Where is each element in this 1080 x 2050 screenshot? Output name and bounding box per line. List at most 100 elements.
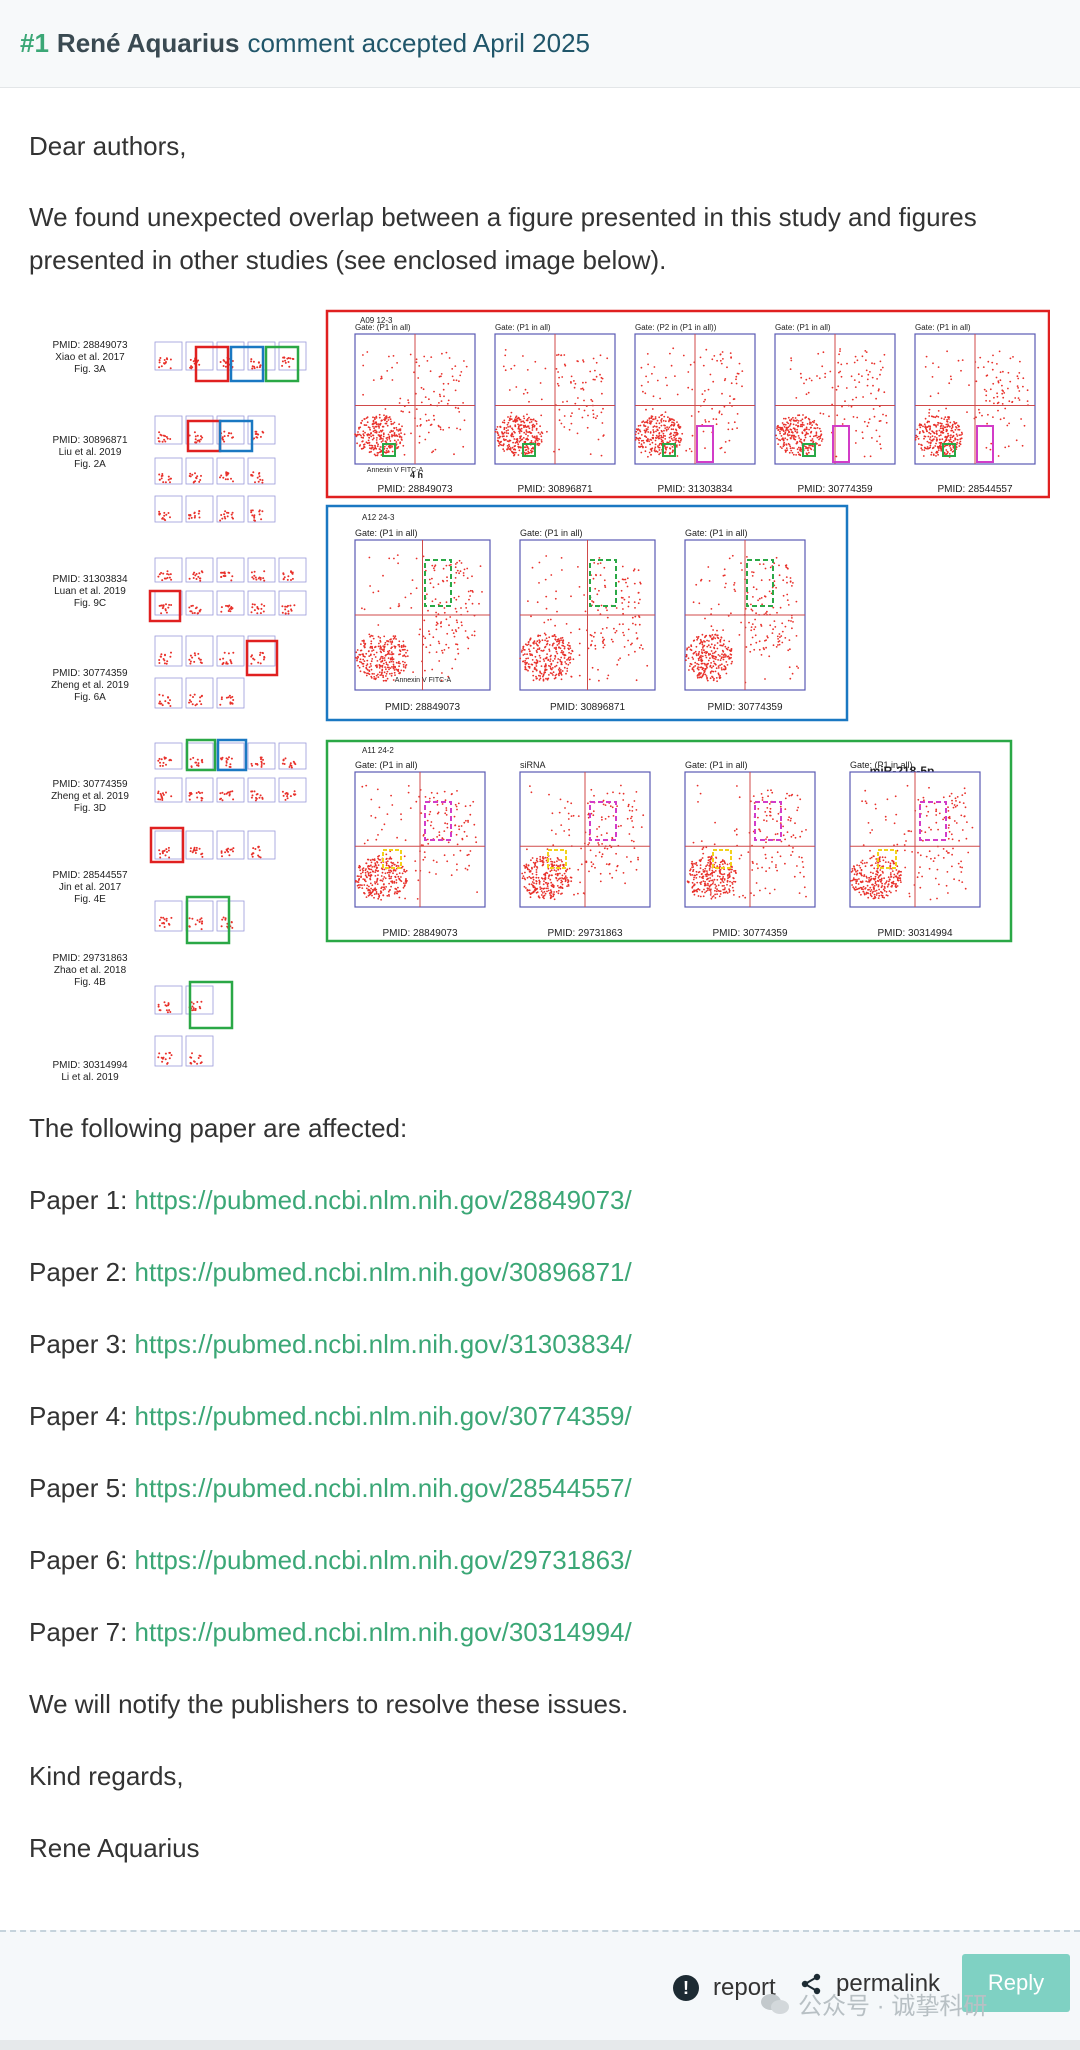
scatter-dot <box>713 646 715 649</box>
scatter-dot <box>440 625 442 628</box>
scatter-dot <box>568 648 570 651</box>
thumb-dot <box>164 440 167 443</box>
scatter-dot <box>392 355 395 357</box>
scatter-dot <box>811 424 813 426</box>
scatter-dot <box>594 644 597 647</box>
thumb-dot <box>195 792 198 794</box>
scatter-dot <box>463 360 465 362</box>
scatter-dot <box>677 423 680 426</box>
scatter-dot <box>568 428 571 431</box>
scatter-dot <box>615 869 618 872</box>
scatter-dot <box>754 634 757 637</box>
scatter-dot <box>357 866 360 869</box>
scatter-dot <box>566 667 569 670</box>
scatter-dot <box>709 672 712 674</box>
scatter-dot <box>373 893 376 895</box>
scatter-dot <box>373 896 375 899</box>
scatter-dot <box>513 448 516 450</box>
thumb-frame <box>154 1035 183 1067</box>
scatter-dot <box>600 380 603 383</box>
thumb-dot <box>194 574 197 577</box>
scatter-dot <box>855 429 857 432</box>
scatter-dot <box>438 402 440 404</box>
scatter-dot <box>700 660 703 663</box>
scatter-dot <box>529 639 531 641</box>
thumb-dot <box>196 764 198 767</box>
scatter-dot <box>600 604 603 607</box>
scatter-dot <box>539 858 542 861</box>
scatter-dot <box>404 661 406 664</box>
scatter-dot <box>361 419 364 422</box>
scatter-dot <box>594 631 596 634</box>
scatter-dot <box>438 375 441 378</box>
thumb-dot <box>195 476 198 479</box>
scatter-dot <box>670 364 673 367</box>
thumb-dot <box>259 794 262 797</box>
thumbnail-plot <box>247 457 276 485</box>
thumb-dot <box>282 759 285 762</box>
scatter-dot <box>420 812 423 814</box>
scatter-dot <box>635 791 638 793</box>
scatter-dot <box>519 446 522 449</box>
scatter-dot <box>717 637 720 640</box>
scatter-dot <box>554 639 557 641</box>
scatter-dot <box>568 659 571 661</box>
thumb-dot <box>165 611 168 614</box>
scatter-dot <box>379 436 382 439</box>
thumb-dot <box>192 696 194 698</box>
scatter-dot <box>752 596 754 598</box>
scatter-dot <box>389 418 392 421</box>
scatter-dot <box>780 435 783 437</box>
scatter-dot <box>526 419 529 422</box>
scatter-dot <box>622 612 624 615</box>
scatter-dot <box>932 454 935 456</box>
thumb-dot <box>158 1009 161 1012</box>
scatter-dot <box>797 435 800 437</box>
scatter-dot <box>700 658 703 661</box>
scatter-dot <box>941 438 944 441</box>
scatter-dot <box>513 364 516 367</box>
comment-number[interactable]: #1 <box>20 28 49 58</box>
thumb-dot <box>290 766 293 769</box>
scatter-dot <box>573 893 575 896</box>
scatter-dot <box>361 884 363 887</box>
scatter-dot <box>600 632 602 634</box>
scatter-dot <box>704 398 706 401</box>
scatter-dot <box>821 438 824 440</box>
scatter-dot <box>467 637 470 640</box>
scatter-dot <box>588 870 590 873</box>
thumb-dot <box>158 361 161 364</box>
blue-group-box <box>325 504 849 722</box>
thumb-dot <box>284 612 287 615</box>
thumb-dot <box>250 360 253 363</box>
thumb-dot <box>167 696 169 699</box>
scatter-dot <box>392 430 395 432</box>
scatter-dot <box>447 399 450 402</box>
thumb-dot <box>201 694 203 697</box>
scatter-dot <box>797 667 800 669</box>
scatter-dot <box>662 436 664 439</box>
scatter-dot <box>609 872 611 875</box>
scatter-dot <box>792 434 794 437</box>
thumb-dot <box>161 922 164 925</box>
scatter-dot <box>671 421 673 424</box>
scatter-dot <box>550 874 553 877</box>
scatter-dot <box>728 640 731 643</box>
scatter-dot <box>640 434 643 436</box>
scatter-dot <box>374 678 377 681</box>
comment-author[interactable]: René Aquarius <box>56 28 240 58</box>
thumb-dot <box>219 798 221 801</box>
thumb-dot <box>253 574 256 577</box>
scatter-dot <box>387 433 390 436</box>
thumb-dot <box>227 847 230 850</box>
scatter-dot <box>558 419 561 422</box>
scatter-dot <box>668 436 671 439</box>
scatter-dot <box>357 881 360 883</box>
scatter-dot <box>518 441 521 443</box>
scatter-dot <box>544 633 547 636</box>
scatter-dot <box>557 384 560 387</box>
scatter-dot <box>645 429 648 432</box>
scatter-dot <box>508 443 510 446</box>
scatter-dot <box>544 663 547 665</box>
scatter-dot <box>429 824 432 827</box>
